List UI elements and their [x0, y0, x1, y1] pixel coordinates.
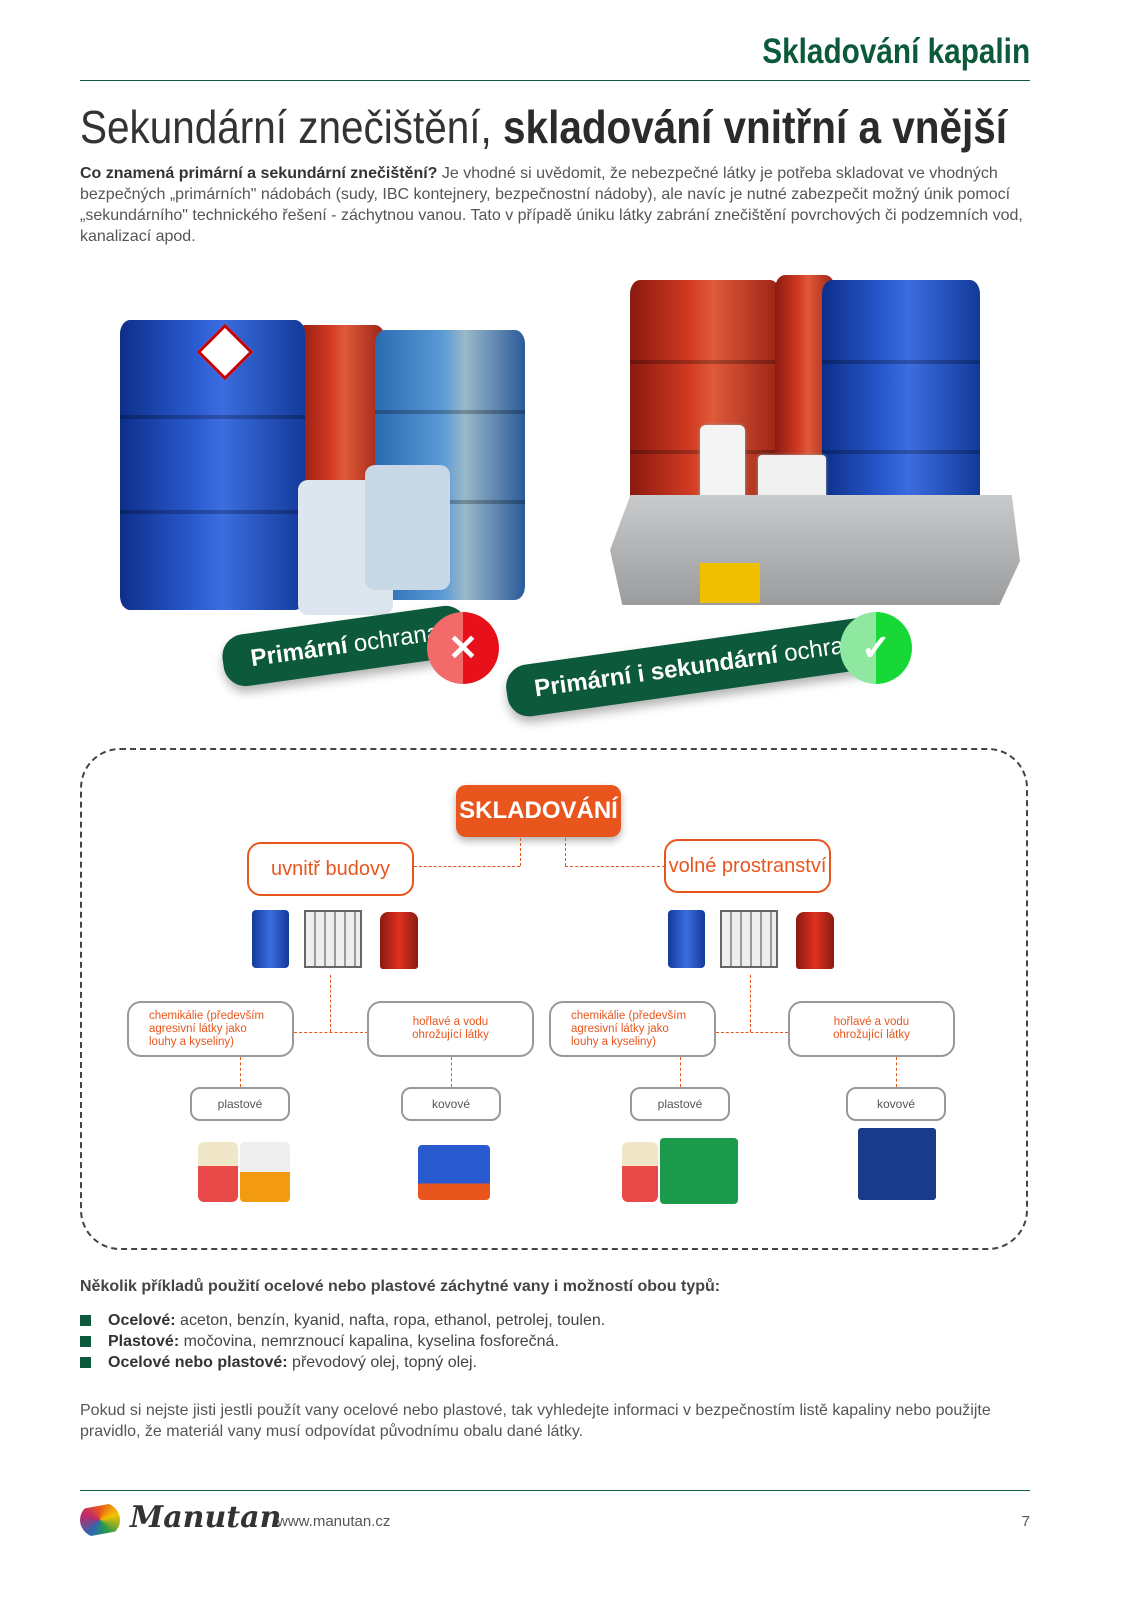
- item-label: Plastové:: [108, 1333, 180, 1350]
- safety-can-icon: [380, 912, 418, 969]
- item-text: aceton, benzín, kyanid, nafta, ropa, eth…: [175, 1312, 606, 1329]
- list-item: Plastové: močovina, nemrznoucí kapalina,…: [80, 1331, 605, 1352]
- barrel-icon: [668, 910, 705, 968]
- safety-can-icon: [796, 912, 834, 969]
- branch-inside: uvnitř budovy: [247, 842, 414, 896]
- ibc-container-icon: [720, 910, 778, 968]
- examples-list: Ocelové: aceton, benzín, kyanid, nafta, …: [80, 1310, 605, 1373]
- material-metal: kovové: [401, 1087, 501, 1121]
- barrel-icon: [252, 910, 289, 968]
- group-flammable: hořlavé a vodu ohrožující látky: [788, 1001, 955, 1057]
- title-bold: skladování vnitřní a vnější: [503, 101, 1007, 153]
- plastic-cabinet-icon: [660, 1138, 738, 1204]
- intro-text: Je vhodné si uvědomit, že nebezpečné lát…: [80, 165, 1023, 245]
- section-title: Skladování kapalin: [762, 32, 1030, 71]
- check-icon: ✓: [840, 612, 912, 684]
- cross-icon: ✕: [427, 612, 499, 684]
- plastic-sump-icon: [622, 1142, 658, 1202]
- item-text: převodový olej, topný olej.: [287, 1354, 478, 1371]
- header-divider: [80, 80, 1030, 81]
- steel-cabinet-icon: [858, 1128, 936, 1200]
- group-flammable: hořlavé a vodu ohrožující látky: [367, 1001, 534, 1057]
- manutan-logo-icon: [80, 1502, 120, 1538]
- list-item: Ocelové nebo plastové: převodový olej, t…: [80, 1352, 605, 1373]
- material-plastic: plastové: [630, 1087, 730, 1121]
- badge-primary-secondary: Primární i sekundární ochrana: [503, 612, 902, 720]
- note-paragraph: Pokud si nejste jisti jestli použít vany…: [80, 1402, 991, 1440]
- secondary-sump-photo: [610, 275, 1030, 615]
- manutan-logo: Manutan: [130, 1500, 282, 1535]
- footer-divider: [80, 1490, 1030, 1491]
- item-label: Ocelové nebo plastové:: [108, 1354, 288, 1371]
- examples-heading: Několik příkladů použití ocelové nebo pl…: [80, 1278, 721, 1295]
- diagram-root: SKLADOVÁNÍ: [456, 785, 621, 837]
- primary-barrels-photo: [120, 320, 540, 620]
- badge-bold: Primární i sekundární: [532, 641, 780, 703]
- title-light: Sekundární znečištění,: [80, 101, 504, 153]
- storage-diagram: [80, 748, 1028, 1250]
- ibc-container-icon: [304, 910, 362, 968]
- plastic-sump-icon: [198, 1142, 238, 1202]
- branch-outside: volné prostranství: [664, 839, 831, 893]
- page-title: Sekundární znečištění, skladování vnitřn…: [80, 100, 1007, 154]
- page-number: 7: [1021, 1513, 1030, 1530]
- steel-sump-icon: [418, 1145, 490, 1200]
- list-item: Ocelové: aceton, benzín, kyanid, nafta, …: [80, 1310, 605, 1331]
- group-chemicals: chemikálie (především agresivní látky ja…: [549, 1001, 716, 1057]
- intro-bold: Co znamená primární a sekundární znečišt…: [80, 165, 438, 182]
- item-label: Ocelové:: [108, 1312, 176, 1329]
- group-chemicals: chemikálie (především agresivní látky ja…: [127, 1001, 294, 1057]
- item-text: močovina, nemrznoucí kapalina, kyselina …: [179, 1333, 559, 1350]
- badge-bold: Primární: [248, 631, 350, 673]
- intro-paragraph: Co znamená primární a sekundární znečišt…: [80, 163, 1030, 247]
- material-plastic: plastové: [190, 1087, 290, 1121]
- footer-url[interactable]: www.manutan.cz: [277, 1513, 391, 1530]
- plastic-ibc-sump-icon: [240, 1142, 290, 1202]
- material-metal: kovové: [846, 1087, 946, 1121]
